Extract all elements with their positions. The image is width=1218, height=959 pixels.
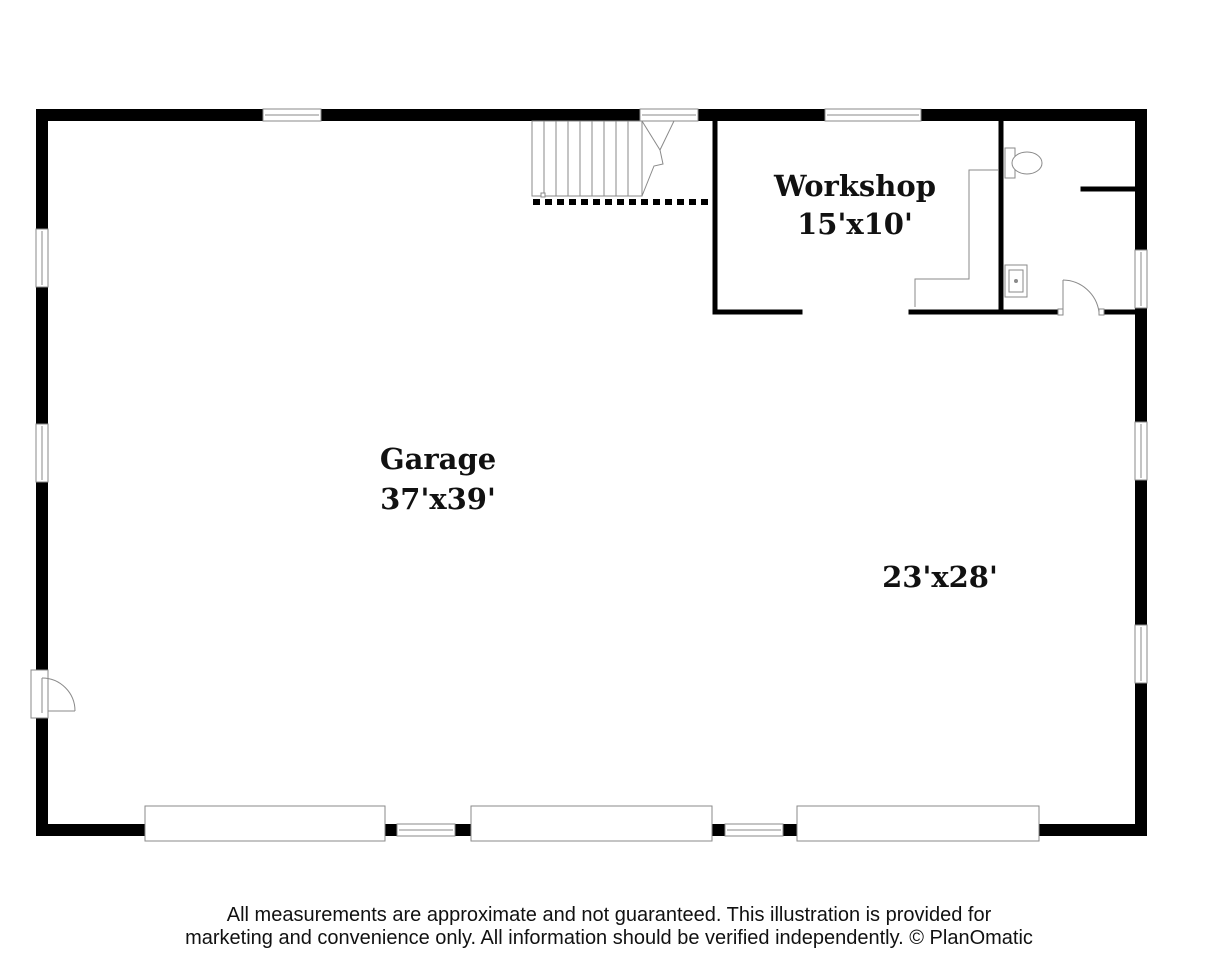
- toilet-icon: [1004, 147, 1043, 179]
- sink-icon: [1004, 264, 1028, 298]
- workshop-size: 15'x10': [797, 207, 913, 241]
- entry-door: [30, 669, 76, 719]
- window-left-1: [35, 228, 49, 288]
- windows: [35, 108, 1148, 837]
- garage-doors: [144, 805, 1040, 842]
- window-right-2: [1134, 421, 1148, 481]
- garage-size: 37'x39': [380, 482, 496, 516]
- garage-door-1: [144, 805, 386, 842]
- window-right-1: [1134, 249, 1148, 309]
- staircase: [531, 120, 675, 198]
- interior-walls: [712, 115, 1141, 315]
- window-top-1: [262, 108, 322, 122]
- area-size: 23'x28': [882, 560, 998, 594]
- garage-door-3: [796, 805, 1040, 842]
- garage-name: Garage: [380, 442, 496, 476]
- window-left-2: [35, 423, 49, 483]
- window-bottom-1: [396, 823, 456, 837]
- workshop-counter: [914, 169, 998, 307]
- exterior-walls: [36, 109, 1147, 836]
- garage-door-2: [470, 805, 713, 842]
- window-top-2: [639, 108, 699, 122]
- bathroom-door: [1057, 279, 1105, 316]
- disclaimer-line-2: marketing and convenience only. All info…: [185, 927, 1033, 949]
- window-right-3: [1134, 624, 1148, 684]
- window-top-3: [824, 108, 922, 122]
- workshop-name: Workshop: [773, 169, 936, 203]
- window-bottom-2: [724, 823, 784, 837]
- disclaimer: All measurements are approximate and not…: [0, 904, 1218, 950]
- disclaimer-line-1: All measurements are approximate and not…: [226, 904, 992, 926]
